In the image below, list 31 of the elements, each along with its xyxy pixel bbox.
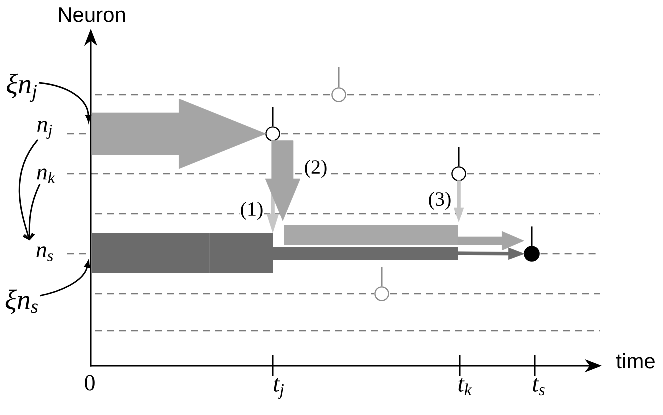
block-arrow xyxy=(92,98,266,170)
symbol-label: ξn$_{s}$ xyxy=(6,290,38,314)
bar xyxy=(284,225,458,245)
curved-arrow xyxy=(24,184,41,241)
curved-arrow xyxy=(18,140,39,241)
edge-label: (2) xyxy=(304,159,328,179)
tick-label: 0 xyxy=(85,375,95,391)
tick-label: t$_{s}$ xyxy=(533,378,545,396)
axis-label: time xyxy=(616,353,655,369)
spike-marker xyxy=(524,226,540,262)
bar xyxy=(273,247,458,260)
arrow xyxy=(458,248,525,260)
edge-label: (3) xyxy=(428,191,452,211)
block-arrow xyxy=(265,140,301,222)
tick-label: t$_{j}$ xyxy=(274,378,284,400)
spike-marker xyxy=(266,107,280,142)
tick-label: t$_{k}$ xyxy=(458,378,472,396)
row-label: n$_{k}$ xyxy=(37,168,56,184)
spike-marker xyxy=(374,267,390,302)
edge-label: (1) xyxy=(240,201,264,221)
spike-marker xyxy=(452,147,466,182)
curved-arrow xyxy=(38,82,92,122)
row-label: n$_{s}$ xyxy=(36,246,54,262)
arrow xyxy=(454,180,464,222)
axis-label: Neuron xyxy=(59,8,126,22)
spike-marker xyxy=(332,67,346,102)
row-label: n$_{j}$ xyxy=(38,121,52,139)
bar xyxy=(92,232,273,274)
arrow xyxy=(458,231,524,251)
curved-arrow xyxy=(40,260,90,297)
symbol-label: ξn$_{j}$ xyxy=(7,74,37,102)
